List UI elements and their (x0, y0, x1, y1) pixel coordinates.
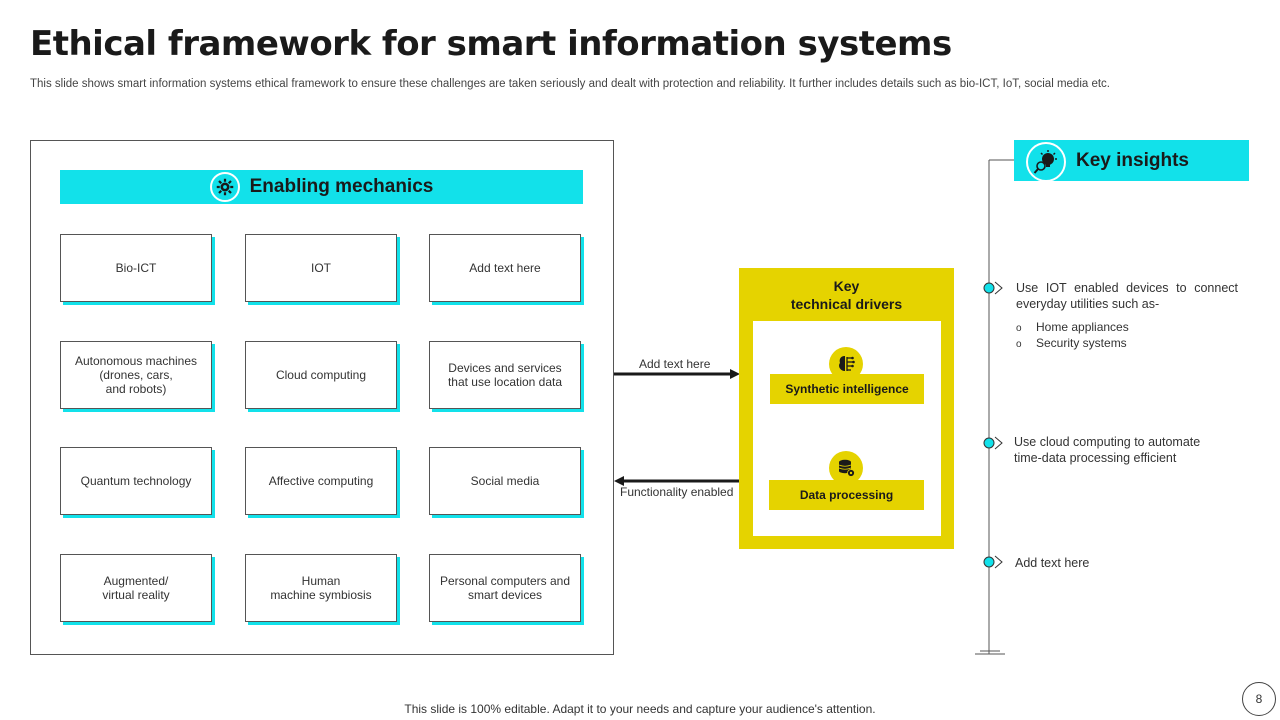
timeline-node-1 (983, 281, 1003, 295)
key-insights-label: Key insights (1076, 149, 1189, 171)
timeline-node-2 (983, 436, 1003, 450)
mechanic-box: Augmented/ virtual reality (60, 554, 212, 622)
driver-synthetic-intelligence: Synthetic intelligence (770, 374, 924, 404)
arrow-left-label: Functionality enabled (620, 485, 734, 499)
page-title: Ethical framework for smart information … (30, 24, 952, 64)
insight-text-3: Add text here (1015, 556, 1090, 570)
insight-text-1: Use IOT enabled devices to connect every… (1016, 281, 1238, 311)
gear-icon (209, 172, 240, 202)
mechanic-box: Human machine symbiosis (245, 554, 397, 622)
enabling-mechanics-panel (30, 140, 614, 655)
technical-drivers-title: Key technical drivers (790, 278, 903, 312)
key-insights-header: Key insights (1014, 140, 1249, 182)
enabling-mechanics-label: Enabling mechanics (249, 176, 434, 197)
arrow-right-icon (730, 369, 740, 379)
arrow-left-icon (614, 476, 624, 486)
mechanic-box: Social media (429, 447, 581, 515)
arrow-right-label: Add text here (639, 357, 711, 371)
mechanic-box: Bio-ICT (60, 234, 212, 302)
lightbulb-search-icon (1026, 141, 1066, 182)
footer-note: This slide is 100% editable. Adapt it to… (404, 702, 876, 716)
mechanic-box: Autonomous machines (drones, cars, and r… (60, 341, 212, 409)
mechanic-box: Personal computers and smart devices (429, 554, 581, 622)
timeline-node-3 (983, 555, 1003, 569)
insights-timeline (975, 159, 1016, 655)
driver-data-processing: Data processing (769, 480, 924, 510)
connector-arrows (614, 369, 740, 486)
list-item: Security systems (1016, 336, 1129, 352)
page-subtitle: This slide shows smart information syste… (30, 78, 1111, 90)
enabling-mechanics-header: Enabling mechanics (60, 170, 583, 204)
mechanic-box: Add text here (429, 234, 581, 302)
mechanic-box: Quantum technology (60, 447, 212, 515)
page-number: 8 (1242, 682, 1276, 716)
mechanic-box: Cloud computing (245, 341, 397, 409)
mechanic-box: Devices and services that use location d… (429, 341, 581, 409)
insight-sublist: Home appliances Security systems (1016, 320, 1129, 352)
list-item: Home appliances (1016, 320, 1129, 336)
mechanic-box: Affective computing (245, 447, 397, 515)
database-gear-icon (829, 451, 863, 485)
mechanic-box: IOT (245, 234, 397, 302)
insight-text-2: Use cloud computing to automate time-dat… (1014, 435, 1201, 465)
